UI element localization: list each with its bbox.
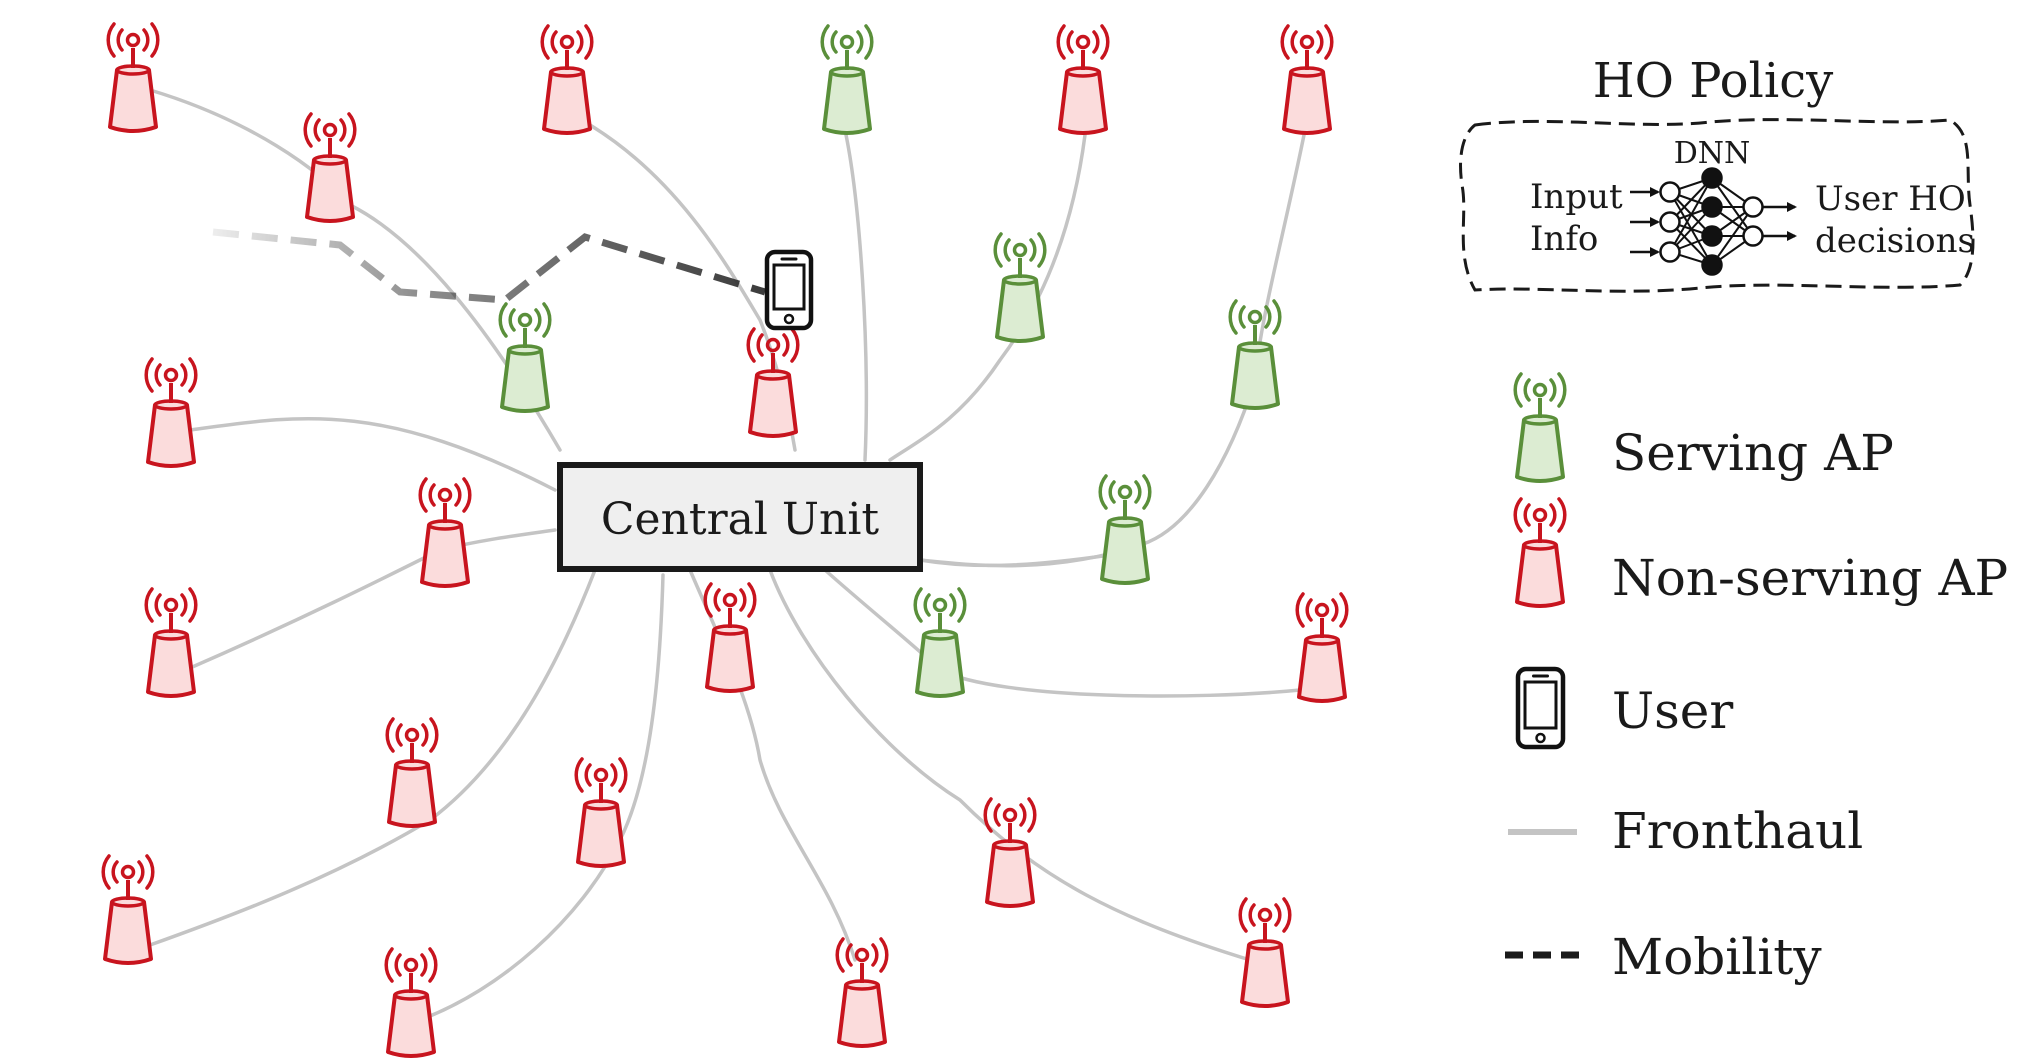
fronthaul-link bbox=[188, 416, 557, 492]
non-serving-ap-icon bbox=[144, 357, 198, 468]
non-serving-ap-icon bbox=[574, 757, 628, 868]
serving-ap-icon bbox=[820, 24, 874, 135]
non-serving-ap-icon bbox=[1238, 897, 1292, 1008]
legend: Serving AP Non-serving AP User Fronthaul… bbox=[1505, 372, 2008, 986]
legend-user-label: User bbox=[1612, 682, 1733, 740]
serving-ap-icon bbox=[498, 302, 552, 413]
access-points bbox=[101, 22, 1349, 1058]
non-serving-ap-icon bbox=[1295, 592, 1349, 703]
output-label-line1: User HO bbox=[1815, 179, 1966, 219]
fronthaul-link bbox=[888, 133, 1087, 462]
legend-serving-ap-label: Serving AP bbox=[1612, 424, 1894, 482]
ho-policy-box: HO Policy DNN Input Info User HO decisio… bbox=[1459, 53, 1975, 293]
mobility-path bbox=[212, 228, 767, 304]
legend-non-serving-ap-icon bbox=[1513, 497, 1567, 608]
fronthaul-link bbox=[843, 128, 869, 462]
non-serving-ap-icon bbox=[303, 112, 357, 223]
non-serving-ap-icon bbox=[144, 587, 198, 698]
non-serving-ap-icon bbox=[1280, 24, 1334, 135]
central-unit-label: Central Unit bbox=[601, 494, 880, 545]
smartphone-icon bbox=[1515, 666, 1566, 750]
fronthaul-link bbox=[148, 88, 562, 452]
serving-ap-icon bbox=[913, 587, 967, 698]
non-serving-ap-icon bbox=[746, 327, 800, 438]
legend-non-serving-ap-label: Non-serving AP bbox=[1612, 549, 2008, 607]
serving-ap-icon bbox=[1098, 474, 1152, 585]
fronthaul-link bbox=[188, 528, 557, 670]
non-serving-ap-icon bbox=[835, 937, 889, 1048]
dnn-label: DNN bbox=[1674, 136, 1751, 171]
serving-ap-icon bbox=[993, 232, 1047, 343]
fronthaul-link bbox=[918, 553, 1112, 568]
dnn-network-icon bbox=[1630, 167, 1797, 276]
ho-policy-cloud-border bbox=[1459, 118, 1975, 293]
fronthaul-link bbox=[768, 568, 1252, 962]
non-serving-ap-icon bbox=[703, 582, 757, 693]
input-label-line2: Info bbox=[1530, 219, 1598, 259]
input-label-line1: Input bbox=[1530, 177, 1623, 217]
output-label-line2: decisions bbox=[1815, 221, 1975, 261]
legend-fronthaul-label: Fronthaul bbox=[1612, 802, 1863, 860]
serving-ap-icon bbox=[1513, 372, 1567, 483]
serving-ap-icon bbox=[1228, 299, 1282, 410]
non-serving-ap-icon bbox=[106, 22, 160, 133]
legend-user-icon bbox=[1515, 666, 1566, 750]
non-serving-ap-icon bbox=[1513, 497, 1567, 608]
fronthaul-link bbox=[148, 568, 597, 947]
non-serving-ap-icon bbox=[540, 24, 594, 135]
legend-serving-ap-icon bbox=[1513, 372, 1567, 483]
non-serving-ap-icon bbox=[1056, 24, 1110, 135]
ho-policy-title: HO Policy bbox=[1593, 53, 1833, 109]
non-serving-ap-icon bbox=[384, 947, 438, 1058]
non-serving-ap-icon bbox=[418, 477, 472, 588]
smartphone-icon bbox=[764, 249, 814, 331]
non-serving-ap-icon bbox=[101, 854, 155, 965]
user-device bbox=[764, 249, 814, 331]
central-unit: Central Unit bbox=[557, 462, 923, 572]
legend-mobility-label: Mobility bbox=[1612, 928, 1822, 986]
non-serving-ap-icon bbox=[385, 717, 439, 828]
fronthaul-link bbox=[823, 568, 1302, 698]
non-serving-ap-icon bbox=[983, 797, 1037, 908]
